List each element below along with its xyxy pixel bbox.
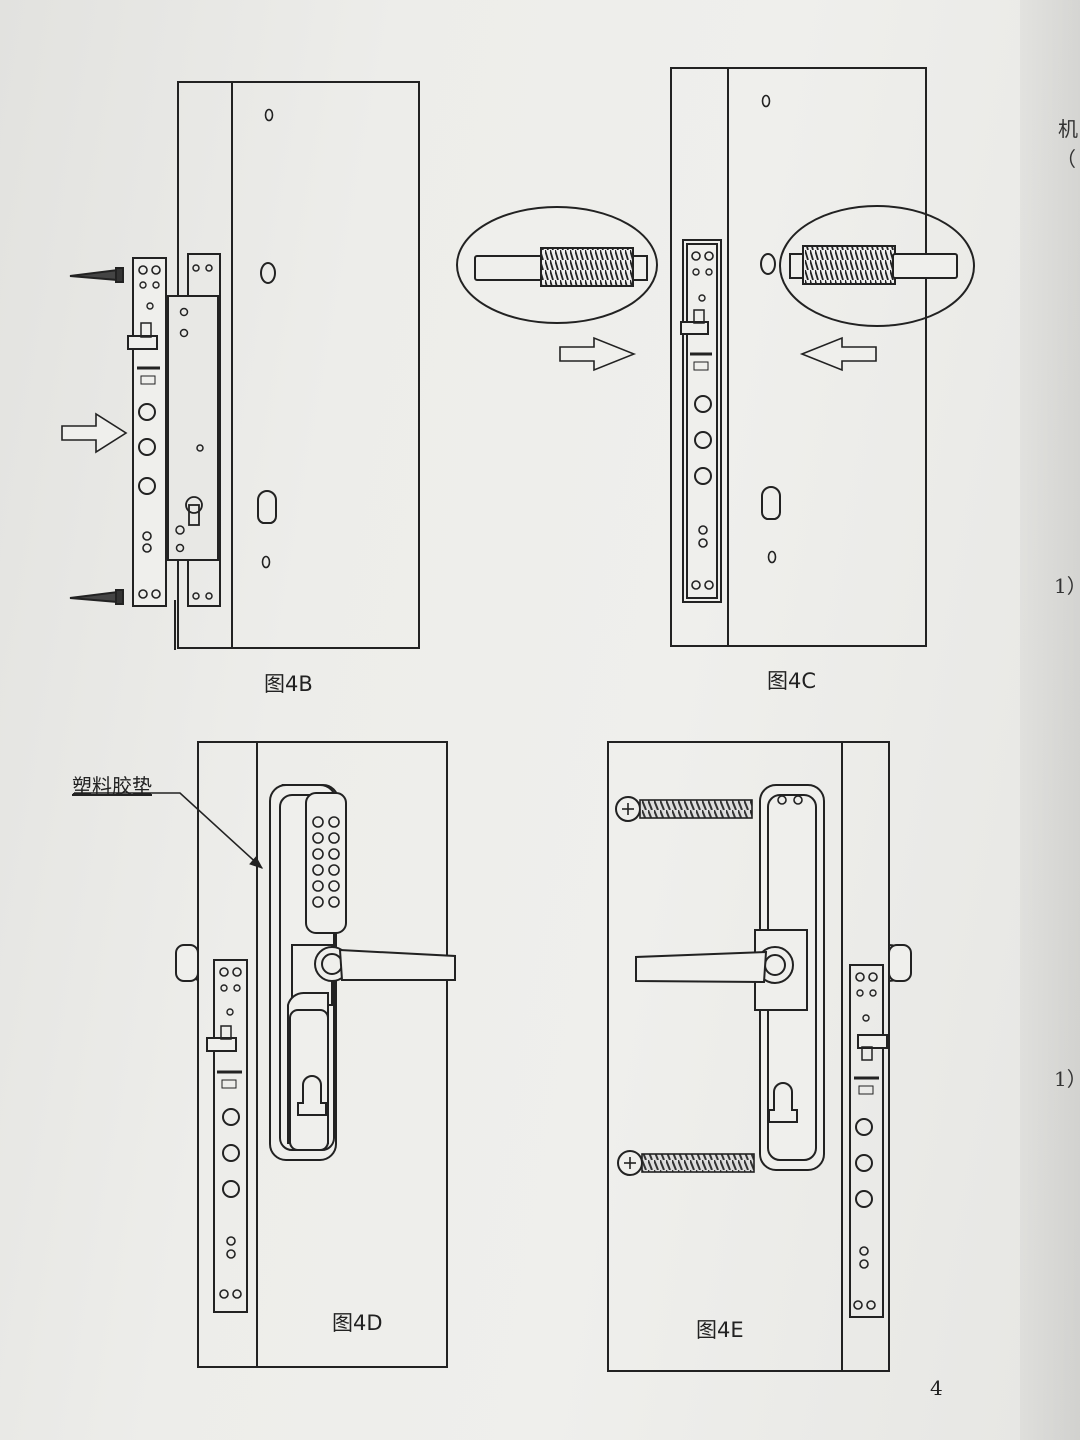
keypad-buttons bbox=[312, 816, 340, 908]
figure-4b-drawing bbox=[61, 81, 420, 650]
cylinder-keyhole bbox=[768, 1082, 798, 1123]
face-plate bbox=[686, 243, 718, 599]
spindle-hole bbox=[760, 253, 776, 275]
hole bbox=[264, 108, 274, 122]
inner-handle-assembly bbox=[635, 784, 825, 1171]
keyhole-cutout bbox=[761, 486, 781, 520]
lever-handle bbox=[635, 950, 768, 984]
side-text-line2: （ bbox=[1056, 147, 1076, 171]
keypad-handle-assembly bbox=[269, 784, 456, 1161]
page-fold-shadow bbox=[1020, 0, 1080, 1440]
face-plate bbox=[132, 257, 167, 607]
figure-4e-drawing bbox=[607, 741, 912, 1372]
arrow-right bbox=[61, 412, 128, 454]
spindle-hole bbox=[260, 262, 276, 284]
figure-4c-drawing bbox=[456, 67, 975, 647]
gasket-callout-label: 塑料胶垫 bbox=[72, 774, 152, 798]
door-panel bbox=[670, 67, 927, 647]
screw bbox=[69, 267, 124, 283]
callout-leader-line bbox=[74, 792, 263, 869]
screw bbox=[615, 796, 753, 822]
face-plate bbox=[849, 964, 884, 1318]
keyhole-cutout bbox=[257, 490, 277, 524]
screw bbox=[617, 1150, 755, 1176]
side-step-label-a: 1） bbox=[1054, 574, 1080, 598]
door-panel bbox=[197, 741, 448, 1368]
figure-4d-drawing bbox=[74, 741, 456, 1368]
arrow-left bbox=[799, 336, 877, 372]
lock-slot bbox=[682, 239, 722, 603]
latch-bolt bbox=[127, 335, 158, 350]
arrow-right bbox=[559, 336, 637, 372]
latch-bolt bbox=[206, 1037, 237, 1052]
latch-bolt bbox=[680, 321, 709, 335]
figure-4d-caption: 图4D bbox=[332, 1311, 383, 1335]
face-plate bbox=[213, 959, 248, 1313]
keypad bbox=[305, 792, 347, 934]
figure-4e-caption: 图4E bbox=[696, 1318, 744, 1342]
side-step-label-b: 1） bbox=[1054, 1067, 1080, 1091]
screw bbox=[69, 589, 124, 605]
spring-detail bbox=[456, 206, 658, 324]
lever-handle bbox=[338, 948, 456, 981]
figure-4b-caption: 图4B bbox=[264, 672, 313, 696]
cylinder-keyhole bbox=[297, 1075, 327, 1116]
door-panel bbox=[607, 741, 890, 1372]
page-number: 4 bbox=[930, 1376, 943, 1400]
spring-detail bbox=[779, 205, 975, 327]
deadbolt-hole bbox=[138, 403, 156, 421]
mortise-lock-body bbox=[167, 295, 219, 561]
figure-4c-caption: 图4C bbox=[767, 669, 817, 693]
latch-bolt bbox=[857, 1034, 888, 1049]
side-text-line1: 机 bbox=[1058, 117, 1078, 141]
